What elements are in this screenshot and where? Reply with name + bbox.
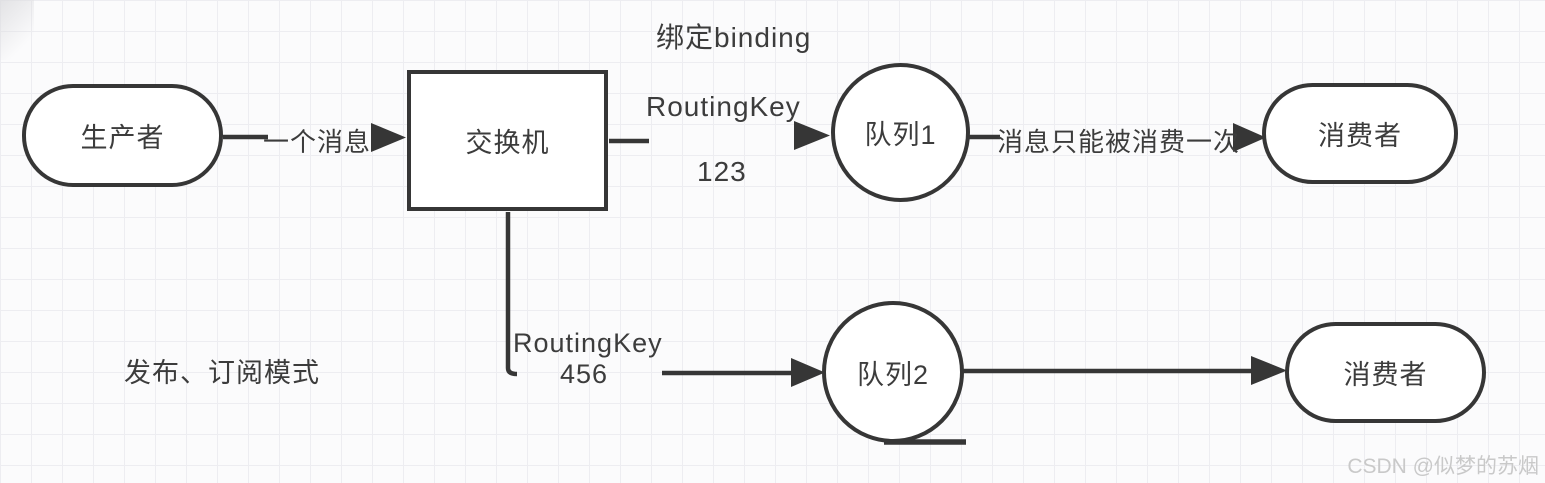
consume-once-label: 消息只能被消费一次 [997,127,1241,157]
consumer1-node: 消费者 [1262,83,1458,184]
routingkey2-label: RoutingKey [513,328,663,358]
arrowhead-drop-queue2-icon [791,358,825,387]
routingkey1-label: RoutingKey [646,91,801,122]
routingkey1-value: 123 [697,156,747,187]
producer-node: 生产者 [22,84,223,187]
consumer1-label: 消费者 [1318,121,1402,151]
routingkey2-value: 456 [560,359,609,389]
arrowhead-exchange-queue1-icon [794,121,830,150]
arrowhead-queue2-consumer2-icon [1251,356,1287,385]
csdn-watermark: CSDN @似梦的苏烟 [1347,455,1539,478]
queue2-node: 队列2 [822,301,964,443]
exchange-node: 交换机 [407,70,608,211]
exchange-label: 交换机 [465,128,550,158]
pubsub-mode-label: 发布、订阅模式 [124,358,320,388]
producer-label: 生产者 [80,123,165,153]
queue1-node: 队列1 [831,63,970,202]
consumer2-node: 消费者 [1285,322,1486,423]
queue1-label: 队列1 [864,120,937,150]
queue2-label: 队列2 [856,359,930,390]
consumer2-label: 消费者 [1343,360,1428,390]
photo-corner-shade [0,0,34,60]
binding-label: 绑定binding [656,22,812,53]
arrowhead-producer-exchange-icon [371,123,406,152]
one-message-label: 一个消息 [263,127,372,157]
